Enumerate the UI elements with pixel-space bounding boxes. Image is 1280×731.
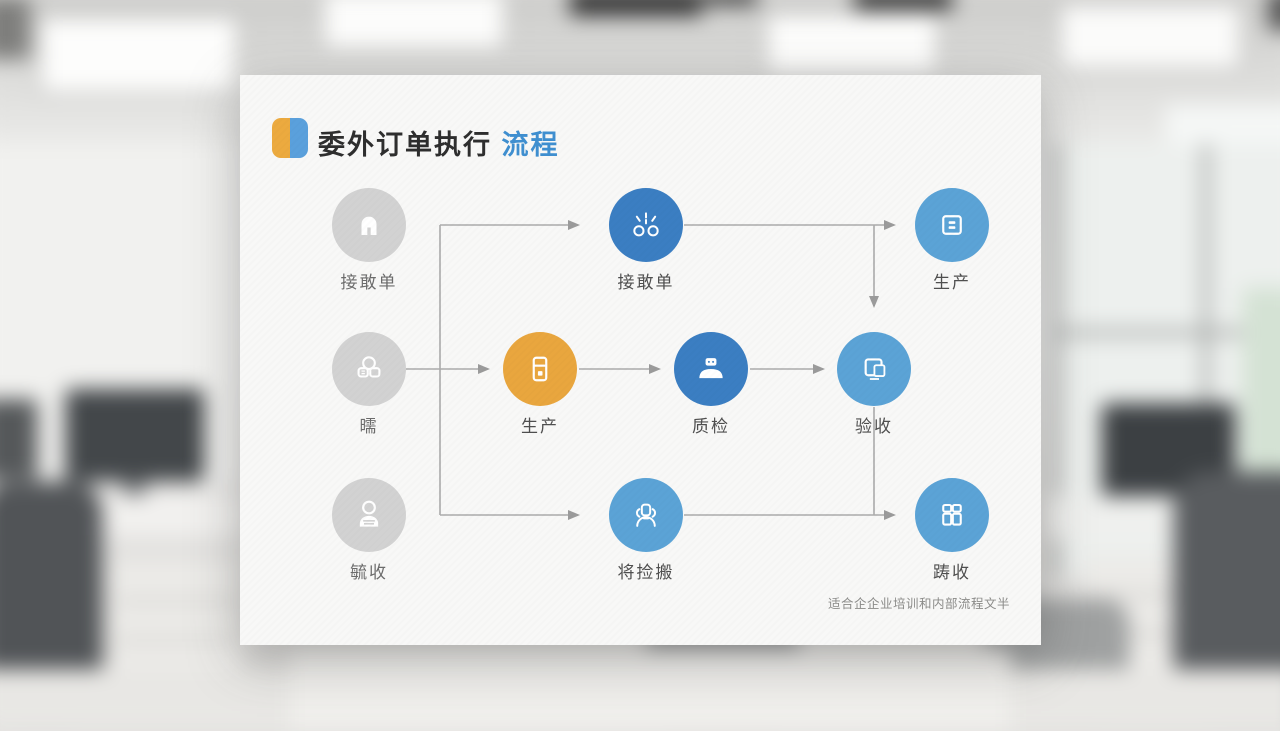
slide-card: 委外订单执行 流程 接敢单 xyxy=(240,75,1041,645)
node-label: 质检 xyxy=(692,417,730,436)
node-sign-off xyxy=(332,478,406,552)
monitor-copy-icon xyxy=(864,358,886,380)
title-marker-icon xyxy=(272,118,308,158)
node-receive-order xyxy=(609,188,683,262)
person-icon xyxy=(359,500,379,527)
node-label: 接敢单 xyxy=(617,273,675,292)
flow-connectors xyxy=(406,220,896,520)
confetti-icon xyxy=(633,212,659,237)
inspector-icon xyxy=(699,358,723,379)
node-label: 生产 xyxy=(933,273,971,292)
node-production-right xyxy=(915,188,989,262)
page-title-accent: 流程 xyxy=(501,130,560,160)
grid-icon xyxy=(942,503,962,526)
node-receive-order-source xyxy=(332,188,406,262)
node-label: 验收 xyxy=(855,417,893,436)
node-inspection xyxy=(609,478,683,552)
node-label: 踌收 xyxy=(933,563,971,582)
node-label: 将捡搬 xyxy=(617,563,675,582)
panel-icon xyxy=(942,215,962,235)
node-receipt xyxy=(915,478,989,552)
slide-caption: 适合企企业培训和内部流程文半 xyxy=(827,597,1010,611)
device-icon xyxy=(532,356,548,382)
node-label: 生产 xyxy=(521,417,559,436)
node-label: 毓收 xyxy=(350,563,388,582)
node-label: 曘 xyxy=(359,417,379,436)
node-acceptance xyxy=(837,332,911,406)
node-quality-check xyxy=(674,332,748,406)
page-title: 委外订单执行 流程 xyxy=(318,123,560,162)
node-ledger xyxy=(332,332,406,406)
arch-icon xyxy=(361,216,377,235)
parcels-icon xyxy=(357,356,381,378)
node-label: 接敢单 xyxy=(340,273,398,292)
page-title-main: 委外订单执行 xyxy=(318,130,492,160)
headset-person-icon xyxy=(636,503,656,527)
node-production xyxy=(503,332,577,406)
